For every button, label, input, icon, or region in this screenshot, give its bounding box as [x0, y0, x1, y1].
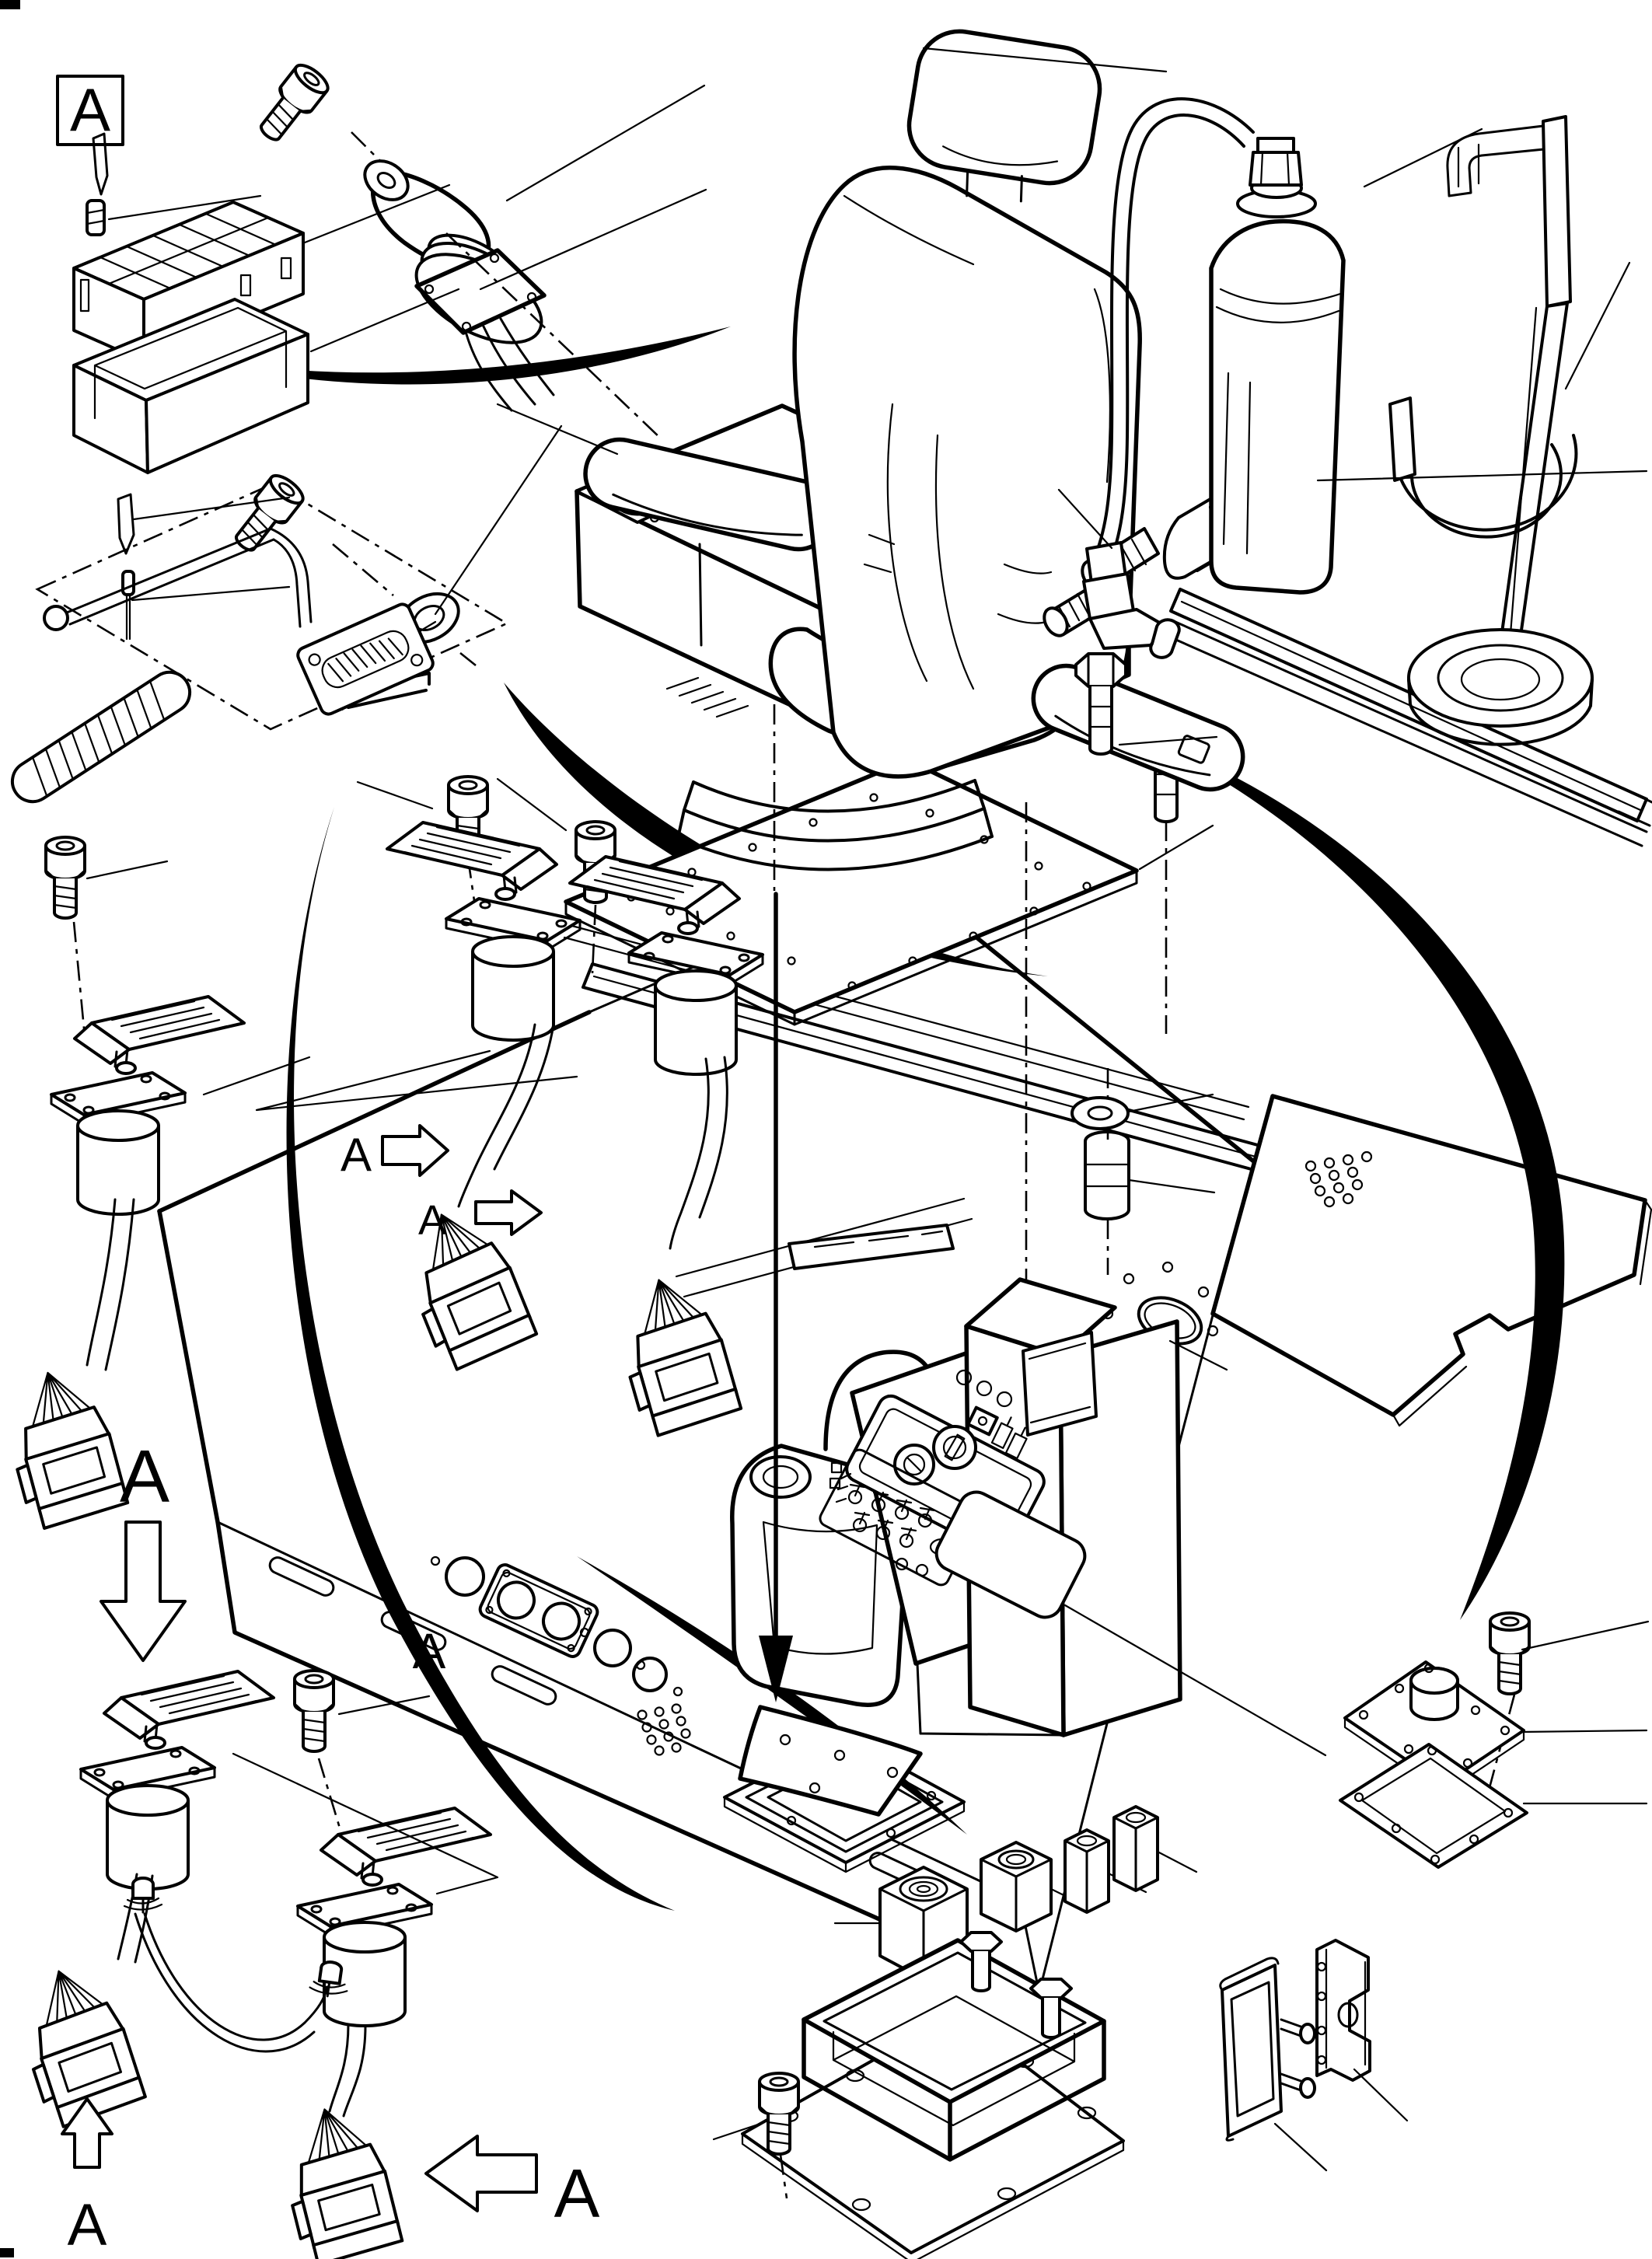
arrow-up-icon	[61, 2097, 114, 2169]
connector-housing	[72, 298, 309, 474]
arrow-right-icon	[474, 1189, 543, 1236]
fire-extinguisher	[1082, 97, 1346, 659]
console-arch	[823, 1349, 934, 1451]
pedal-assembly-center	[386, 775, 764, 1440]
coil-spring-icon	[10, 670, 192, 804]
callout-label: A	[413, 1623, 446, 1679]
callout-label: A	[554, 2155, 600, 2232]
seat-bellows	[676, 779, 994, 871]
connector-parts	[72, 132, 309, 641]
console	[730, 1277, 1182, 1817]
plug-icon	[959, 1931, 1003, 1992]
contact-pin-icon	[117, 493, 135, 555]
rotary-switch	[932, 1425, 977, 1470]
mount-plate-bracket	[1315, 1939, 1371, 2082]
pedal-bolt-icon	[44, 836, 86, 920]
arrow-left-icon	[424, 2135, 538, 2212]
callout-center-upper: A	[341, 1124, 449, 1181]
operator-seat	[341, 29, 1245, 871]
plug-icon	[1029, 1978, 1073, 2039]
cup-holder	[749, 1455, 812, 1499]
assembly-arrow	[759, 892, 793, 1702]
holder-bracket	[1219, 1957, 1316, 2142]
swivel-plate	[738, 1705, 923, 1817]
cover-gasket	[1339, 1743, 1528, 1869]
console-tray	[934, 1490, 1087, 1619]
floor-extension-plate	[1210, 1094, 1652, 1427]
spring-anchor-plate	[296, 602, 435, 716]
anchor-bolt-icon	[225, 469, 309, 560]
console-display	[1022, 1331, 1098, 1437]
lever-bolt-icon	[250, 58, 334, 150]
cover-plate-group	[1339, 1611, 1531, 1869]
callout-label: A	[341, 1129, 372, 1181]
armrest-right	[1031, 663, 1245, 792]
callout-left: A	[100, 1435, 187, 1662]
extinguisher-bracket	[1388, 115, 1594, 746]
wiring-connector-icon	[0, 1360, 131, 1533]
vent-grille-icon	[637, 1703, 691, 1756]
wiring-connector-icon	[270, 2097, 405, 2259]
bracket-strap	[1388, 396, 1578, 539]
wire-pin-icon	[121, 570, 135, 641]
vent-grille-icon	[1304, 1150, 1373, 1208]
junction-box	[741, 1931, 1125, 2259]
contact-sleeve-icon	[86, 199, 106, 236]
flow-arcs	[180, 326, 1565, 1911]
callout-label: A	[68, 2192, 107, 2258]
page-corner-marks	[0, 0, 20, 2257]
rod-ball-end	[43, 605, 69, 631]
cover-bolt-icon	[1489, 1611, 1531, 1695]
console-rear-strip	[788, 1224, 955, 1270]
pedal-assembly-bottom	[5, 1669, 492, 2259]
callout-label: A	[120, 1435, 169, 1518]
toggle-pair	[990, 1416, 1028, 1460]
callout-center-lower: A	[418, 1189, 543, 1244]
seat-rail-rear	[1169, 588, 1652, 847]
detail-a-box: A	[56, 75, 124, 146]
contact-pin-icon	[92, 132, 109, 196]
callout-label: A	[418, 1197, 446, 1244]
seat-headrest	[906, 29, 1102, 203]
control-lever	[250, 58, 663, 441]
arrow-right-icon	[381, 1124, 449, 1177]
wiring-connector-icon	[605, 1266, 744, 1440]
extinguisher-valve	[1249, 151, 1303, 187]
floor-front-details	[268, 1555, 935, 1892]
pedal-assembly-left	[0, 836, 246, 1533]
pedal-bolt-icon	[293, 1669, 335, 1753]
callout-bottom-left: A	[61, 2097, 114, 2258]
callout-bottom-center: A	[424, 2135, 600, 2232]
callout-center-plain: A	[413, 1623, 446, 1679]
wiring-connector-icon	[5, 1956, 148, 2132]
extinguisher-hose	[1082, 97, 1255, 659]
anchor-plate-group	[10, 469, 509, 804]
leader-lines	[86, 47, 1650, 2172]
detail-a-label: A	[70, 75, 110, 144]
seat-washer-spacer	[1070, 1068, 1130, 1275]
bracket-base-cup	[1407, 628, 1594, 746]
arrow-down-icon	[100, 1521, 187, 1662]
